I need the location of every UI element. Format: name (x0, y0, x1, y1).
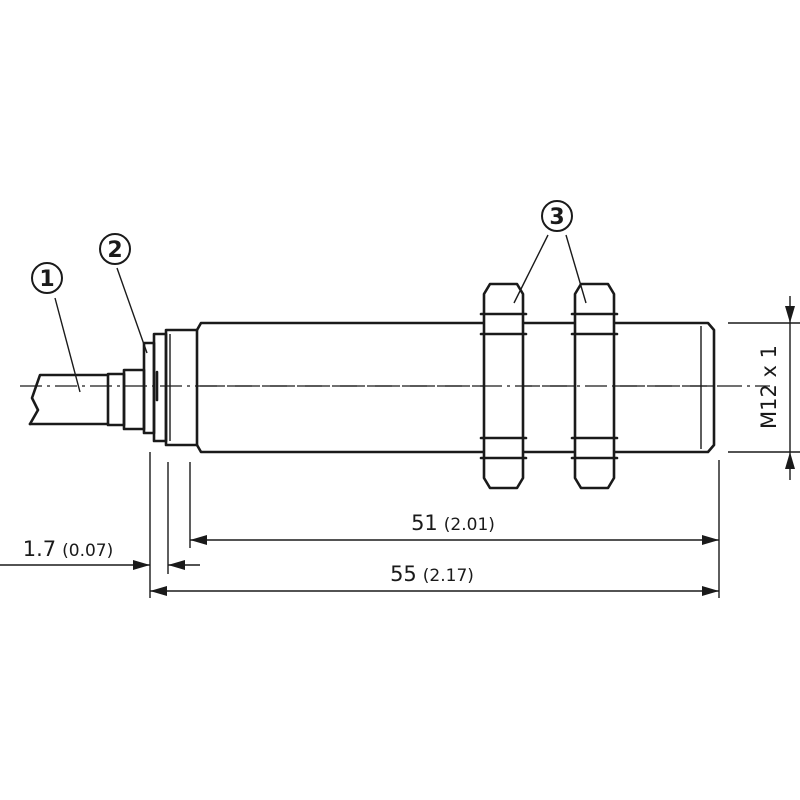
mounting-nut-left (479, 282, 528, 490)
svg-text:3: 3 (549, 205, 564, 230)
dimension-1-7: 1.7(0.07) (0, 537, 200, 570)
sensor-body (195, 321, 716, 454)
callout-2: 2 (99, 233, 148, 354)
svg-text:55(2.17): 55(2.17) (390, 562, 474, 586)
led-ring (142, 328, 199, 447)
svg-text:2: 2 (107, 238, 122, 263)
svg-text:1.7(0.07): 1.7(0.07) (23, 537, 114, 561)
dimension-51: 51(2.01) (190, 511, 719, 545)
thread-label: M12 x 1 (757, 345, 781, 429)
svg-text:51(2.01): 51(2.01) (411, 511, 495, 535)
callout-3: 3 (513, 200, 587, 304)
extension-lines (149, 452, 720, 598)
svg-text:1: 1 (39, 267, 54, 292)
thread-dimension: M12 x 1 (728, 296, 800, 480)
dimension-55: 55(2.17) (150, 562, 719, 596)
cable (28, 368, 146, 431)
callout-1: 1 (31, 262, 81, 393)
